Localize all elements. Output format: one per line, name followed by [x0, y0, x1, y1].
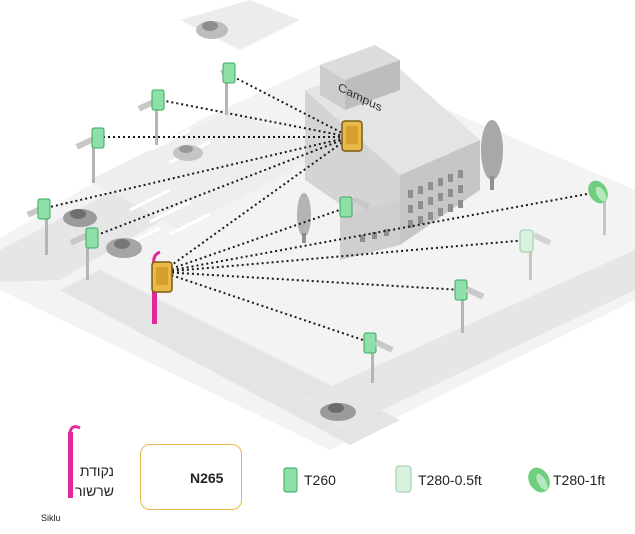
legend-n265-box — [140, 444, 242, 510]
camera-pole-t260 — [219, 62, 236, 115]
ground — [0, 0, 635, 450]
camera-pole-t260 — [75, 127, 105, 183]
legend-t280-half-label: T280-0.5ft — [418, 472, 482, 488]
car-icon — [106, 238, 142, 258]
t280-half-radio-icon — [395, 465, 412, 493]
street-pole-icon — [68, 425, 81, 498]
legend-n265-label: N265 — [190, 470, 224, 486]
camera-pole-t260 — [339, 196, 371, 218]
legend-pole-label-line2: שרשור — [74, 483, 114, 499]
street-pole-node — [151, 250, 173, 324]
camera-pole-t260 — [137, 89, 165, 145]
link-lines — [49, 74, 599, 344]
camera-pole-t260 — [69, 227, 99, 280]
n265-radio-campus — [341, 120, 363, 152]
legend-t260-label: T260 — [304, 472, 336, 488]
tree-icon — [297, 193, 311, 243]
car-icon — [196, 21, 228, 39]
legend-pole-label-line1: נקודת — [79, 463, 114, 479]
car-icon — [63, 209, 97, 227]
car-icon — [320, 403, 356, 421]
car-icon — [173, 145, 203, 161]
camera-pole-t260 — [26, 198, 51, 255]
camera-pole-t260 — [363, 332, 394, 383]
brand-label: Siklu — [41, 513, 61, 523]
camera-pole-t260 — [454, 279, 485, 333]
pole-t280-dish — [588, 180, 608, 235]
t260-radio-icon — [283, 467, 298, 493]
t280-dish-icon — [528, 467, 550, 493]
legend-t280-1ft-label: T280-1ft — [553, 472, 606, 488]
campus-building — [305, 45, 480, 260]
camera-pole-t280-half — [519, 229, 552, 280]
tree-icon — [481, 120, 503, 190]
